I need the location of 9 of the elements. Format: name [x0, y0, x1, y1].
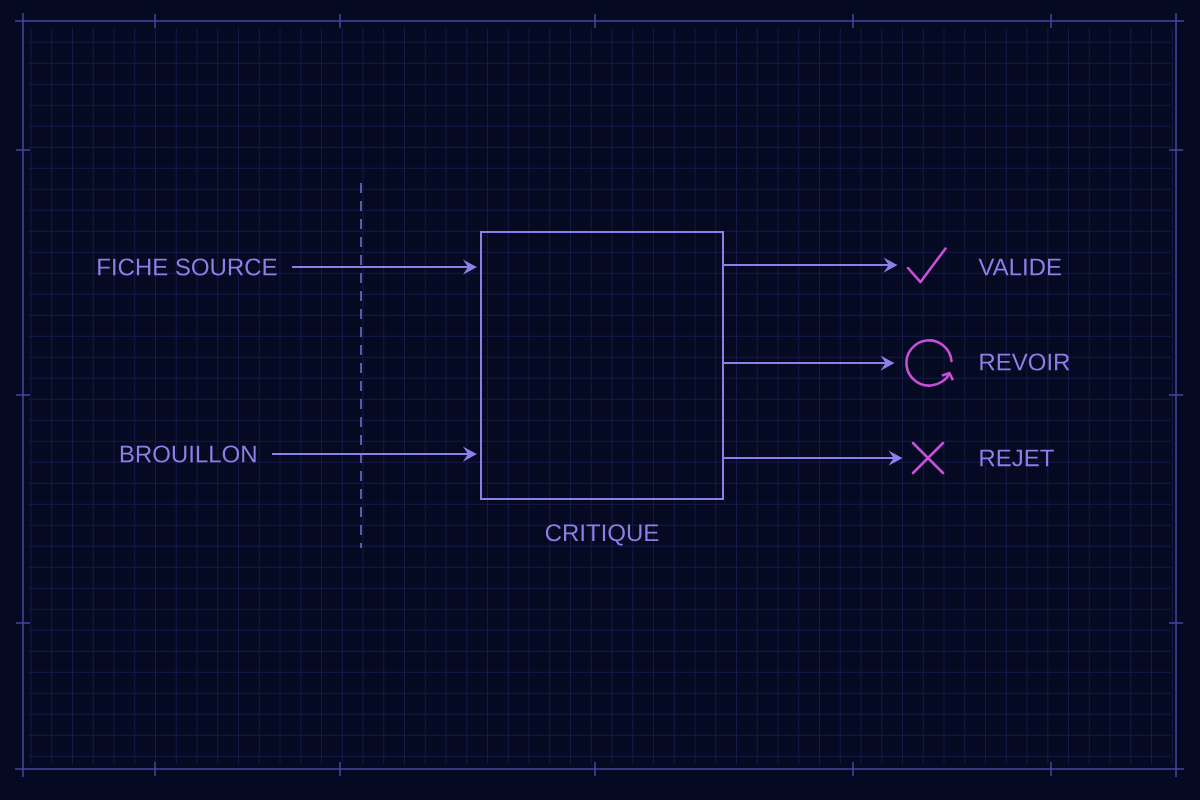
check-icon: [906, 247, 947, 284]
input-label: BROUILLON: [120, 445, 256, 463]
circular-arrow-icon: [905, 339, 955, 387]
cross-icon: [911, 441, 945, 475]
box-label: CRITIQUE: [545, 524, 659, 546]
outcome-label: VALIDE: [978, 258, 1061, 276]
outcome-label: REJET: [980, 449, 1054, 467]
input-label: FICHE SOURCE: [98, 258, 277, 276]
outcome-label: REVOIR: [980, 353, 1070, 371]
